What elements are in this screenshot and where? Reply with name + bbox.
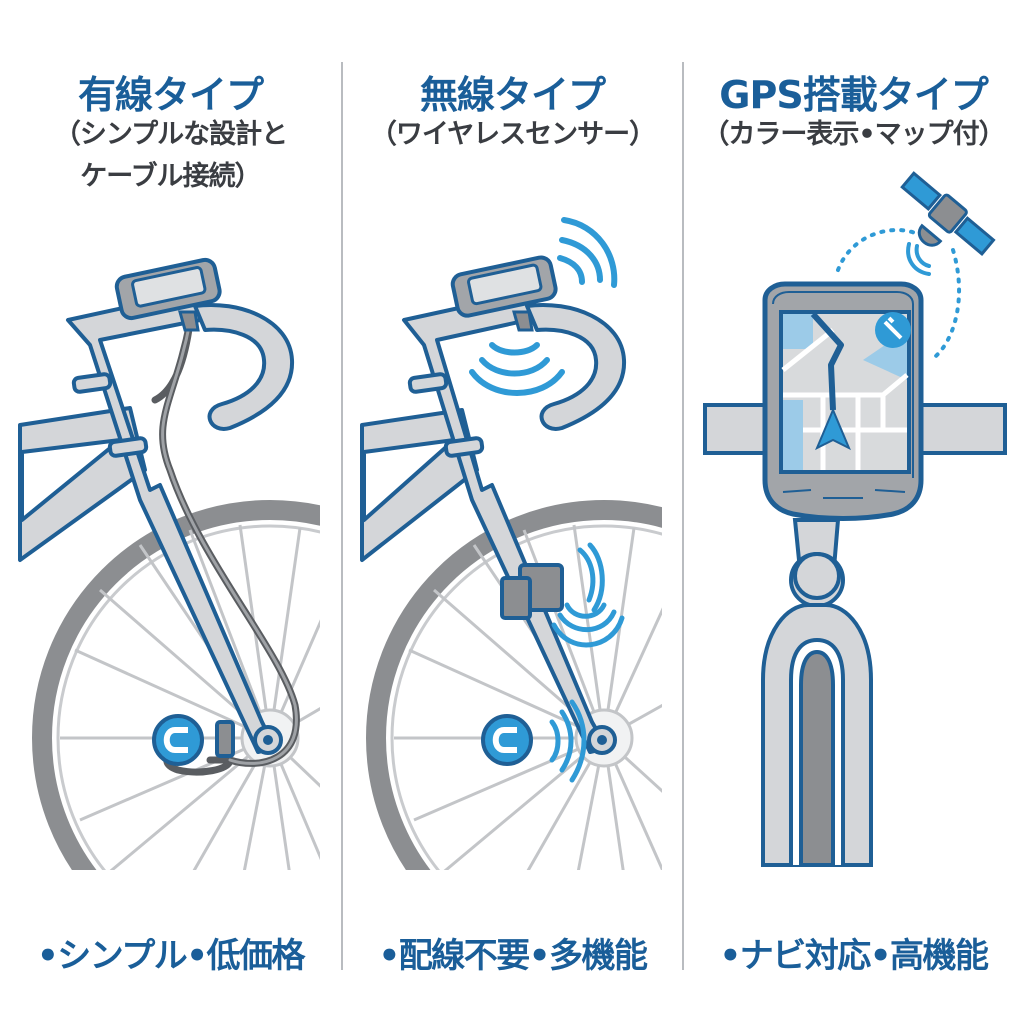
axle: [597, 735, 607, 745]
cycle-computer-icon: [114, 257, 222, 332]
subtitle-line-1: （ワイヤレスセンサー）: [369, 119, 656, 150]
wireless-signal-icon: [906, 242, 931, 276]
speed-sensor: [215, 720, 235, 758]
column-divider-1: [341, 62, 343, 970]
magnet-icon: [481, 714, 533, 766]
panel-title: 有線タイプ: [77, 73, 264, 117]
map-roads: [781, 311, 909, 470]
column-divider-2: [682, 62, 684, 970]
wireless-signal-icon: [549, 542, 625, 783]
magnet-icon: [152, 714, 204, 766]
panel-wireless: 無線タイプ （ワイヤレスセンサー）: [342, 0, 683, 1024]
subtitle-line-1: （シンプルな設計と: [53, 119, 288, 150]
stem-and-fork: [761, 518, 873, 867]
wired-bike-illustration: [18, 257, 320, 870]
satellite-icon: [900, 171, 996, 257]
wireless-signal-icon: [469, 217, 618, 396]
wireless-bike-illustration: [360, 217, 662, 870]
bike-frame: [360, 290, 627, 754]
subtitle-line-1: （カラー表示•マップ付）: [702, 119, 1005, 150]
panel-features: •ナビ対応•高機能: [719, 936, 989, 976]
device-buttons: [782, 489, 906, 499]
gps-unit-illustration: [703, 171, 1007, 867]
panel-title: GPS搭載タイプ: [719, 73, 988, 117]
gps-device: [762, 281, 924, 521]
cycle-computer-icon: [450, 255, 558, 332]
panel-subtitle: （シンプルな設計と ケーブル接続）: [0, 114, 341, 198]
subtitle-line-2: ケーブル接続）: [80, 161, 261, 192]
axle: [263, 735, 273, 745]
panel-features: •配線不要•多機能: [378, 936, 648, 976]
panel-wired: 有線タイプ （シンプルな設計と ケーブル接続）: [0, 0, 341, 1024]
panel-gps: GPS搭載タイプ （カラー表示•マップ付）: [683, 0, 1024, 1024]
sensor-cable-highlight: [161, 320, 298, 765]
panel-features: •シンプル•低価格: [37, 936, 305, 976]
panel-subtitle: （ワイヤレスセンサー）: [342, 114, 683, 156]
navigation-arrow-icon: [815, 407, 851, 451]
bike-frame: [18, 288, 295, 754]
panel-subtitle: （カラー表示•マップ付）: [683, 114, 1024, 156]
panel-title: 無線タイプ: [419, 73, 606, 117]
speed-sensor: [500, 563, 564, 620]
